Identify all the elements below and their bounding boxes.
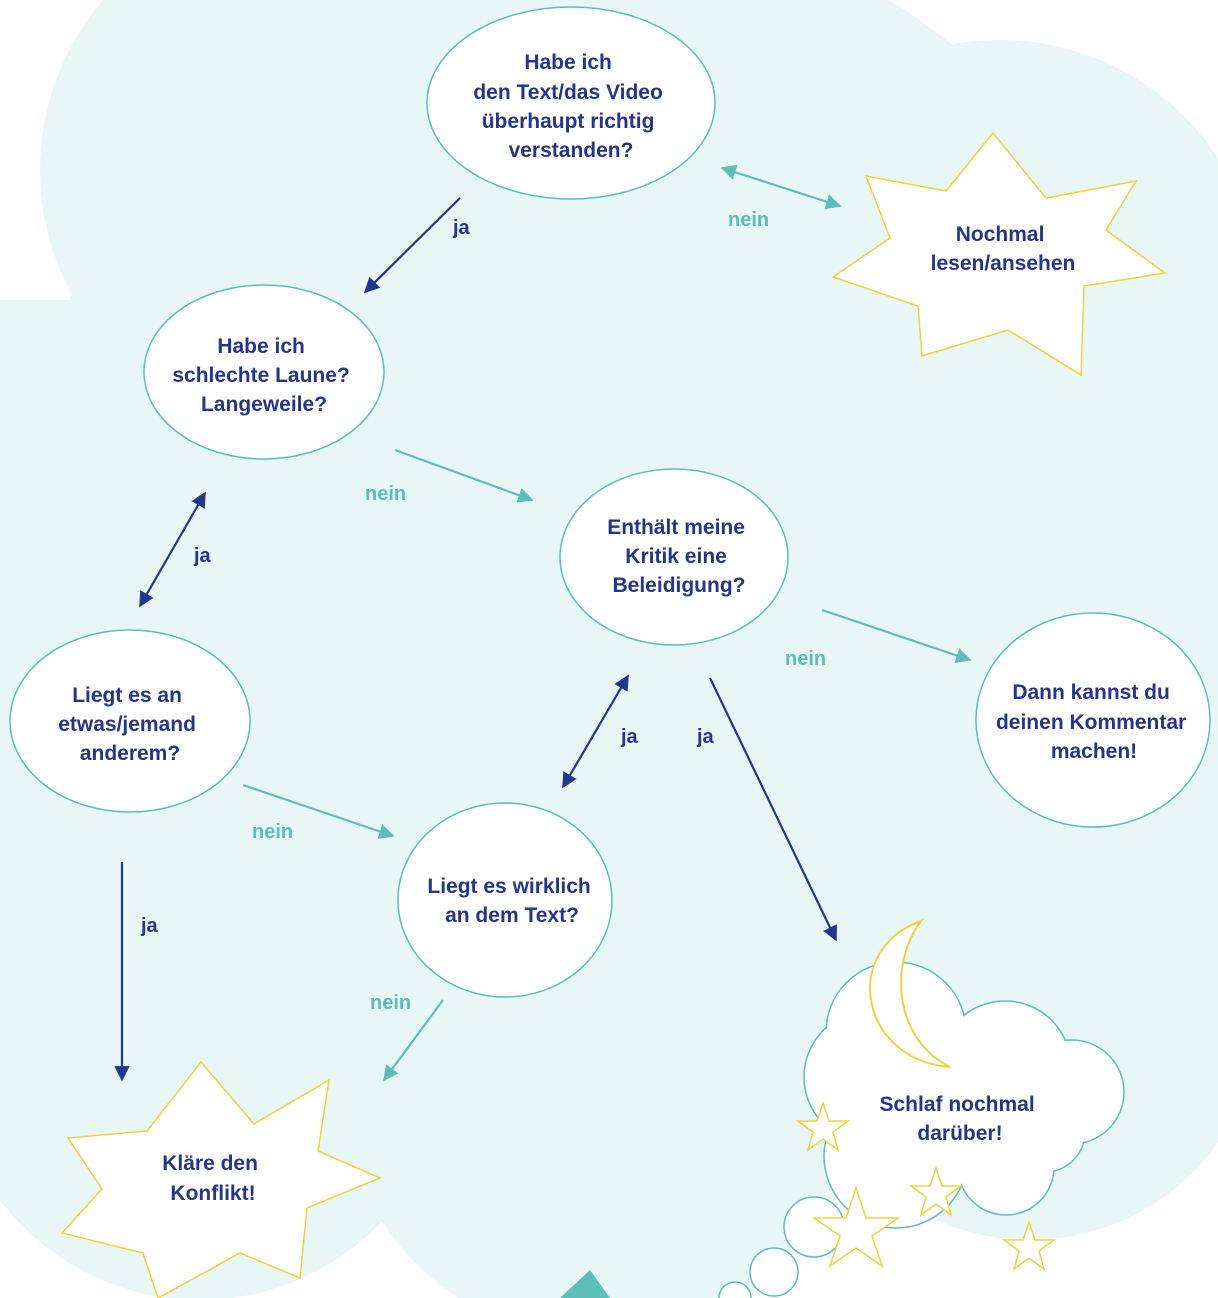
arrow-q5-q3 — [562, 674, 629, 789]
node-kommentar: Dann kannst du deinen Kommentar machen! — [975, 612, 1211, 828]
small-star-icon — [795, 1100, 851, 1152]
node-q3-text: Enthält meine Kritik eine Beleidigung? — [607, 516, 751, 597]
arrow-q3-kommentar — [821, 608, 972, 663]
arrow-q1-nochmal — [720, 164, 842, 210]
small-star-icon — [1001, 1219, 1057, 1271]
node-nochmal: Nochmal lesen/ansehen — [831, 131, 1167, 377]
node-q4: Liegt es an etwas/jemand anderem? — [9, 629, 251, 813]
node-q1-text: Habe ich den Text/das Video überhaupt ri… — [473, 51, 668, 162]
label-q2-q4: ja — [193, 545, 212, 567]
node-schlaf-text: Schlaf nochmal darüber! — [879, 1093, 1040, 1145]
label-q5-q3: ja — [620, 726, 639, 748]
node-konflikt-text: Kläre den Konflikt! — [162, 1152, 264, 1205]
edge-labels: nein ja nein ja nein ja ja nein ja nein — [140, 209, 826, 1014]
node-q3: Enthält meine Kritik eine Beleidigung? — [559, 468, 789, 646]
node-q4-text: Liegt es an etwas/jemand anderem? — [58, 684, 202, 765]
label-q1-nochmal: nein — [728, 209, 769, 231]
arrow-q2-q3 — [394, 448, 534, 503]
label-q3-kommentar: nein — [785, 648, 826, 670]
small-star-icon — [908, 1165, 964, 1217]
node-konflikt: Kläre den Konflikt! — [60, 1060, 382, 1298]
moon-icon — [869, 918, 951, 1068]
arrow-q4-q5 — [242, 783, 395, 839]
label-q4-q5: nein — [252, 821, 293, 843]
node-q2-text: Habe ich schlechte Laune? Langeweile? — [172, 335, 355, 416]
thought-bubble — [749, 1247, 799, 1297]
node-kommentar-text: Dann kannst du deinen Kommentar machen! — [996, 681, 1192, 763]
node-schlaf: Schlaf nochmal darüber! — [718, 918, 1125, 1298]
arrow-q2-q4 — [139, 491, 206, 608]
label-q4-konflikt: ja — [140, 915, 159, 937]
thought-cloud-fill — [805, 963, 1123, 1227]
arrow-q5-konflikt — [383, 999, 444, 1082]
arrow-q1-q2 — [363, 197, 461, 294]
label-q3-schlaf: ja — [696, 726, 715, 748]
small-star-icon — [811, 1185, 901, 1268]
label-q1-q2: ja — [452, 217, 471, 239]
label-q2-q3: nein — [365, 483, 406, 505]
node-nochmal-text: Nochmal lesen/ansehen — [931, 223, 1076, 275]
burst-star-shape — [831, 131, 1167, 377]
thought-bubble — [718, 1281, 752, 1298]
node-q1: Habe ich den Text/das Video überhaupt ri… — [426, 6, 716, 200]
node-q5-text: Liegt es wirklich an dem Text? — [427, 875, 596, 927]
burst-star-shape — [60, 1060, 382, 1298]
node-q2: Habe ich schlechte Laune? Langeweile? — [143, 284, 385, 460]
label-q5-konflikt: nein — [370, 992, 411, 1014]
arrow-q3-schlaf — [709, 677, 837, 942]
node-q5: Liegt es wirklich an dem Text? — [397, 802, 613, 998]
arrows — [114, 164, 972, 1082]
